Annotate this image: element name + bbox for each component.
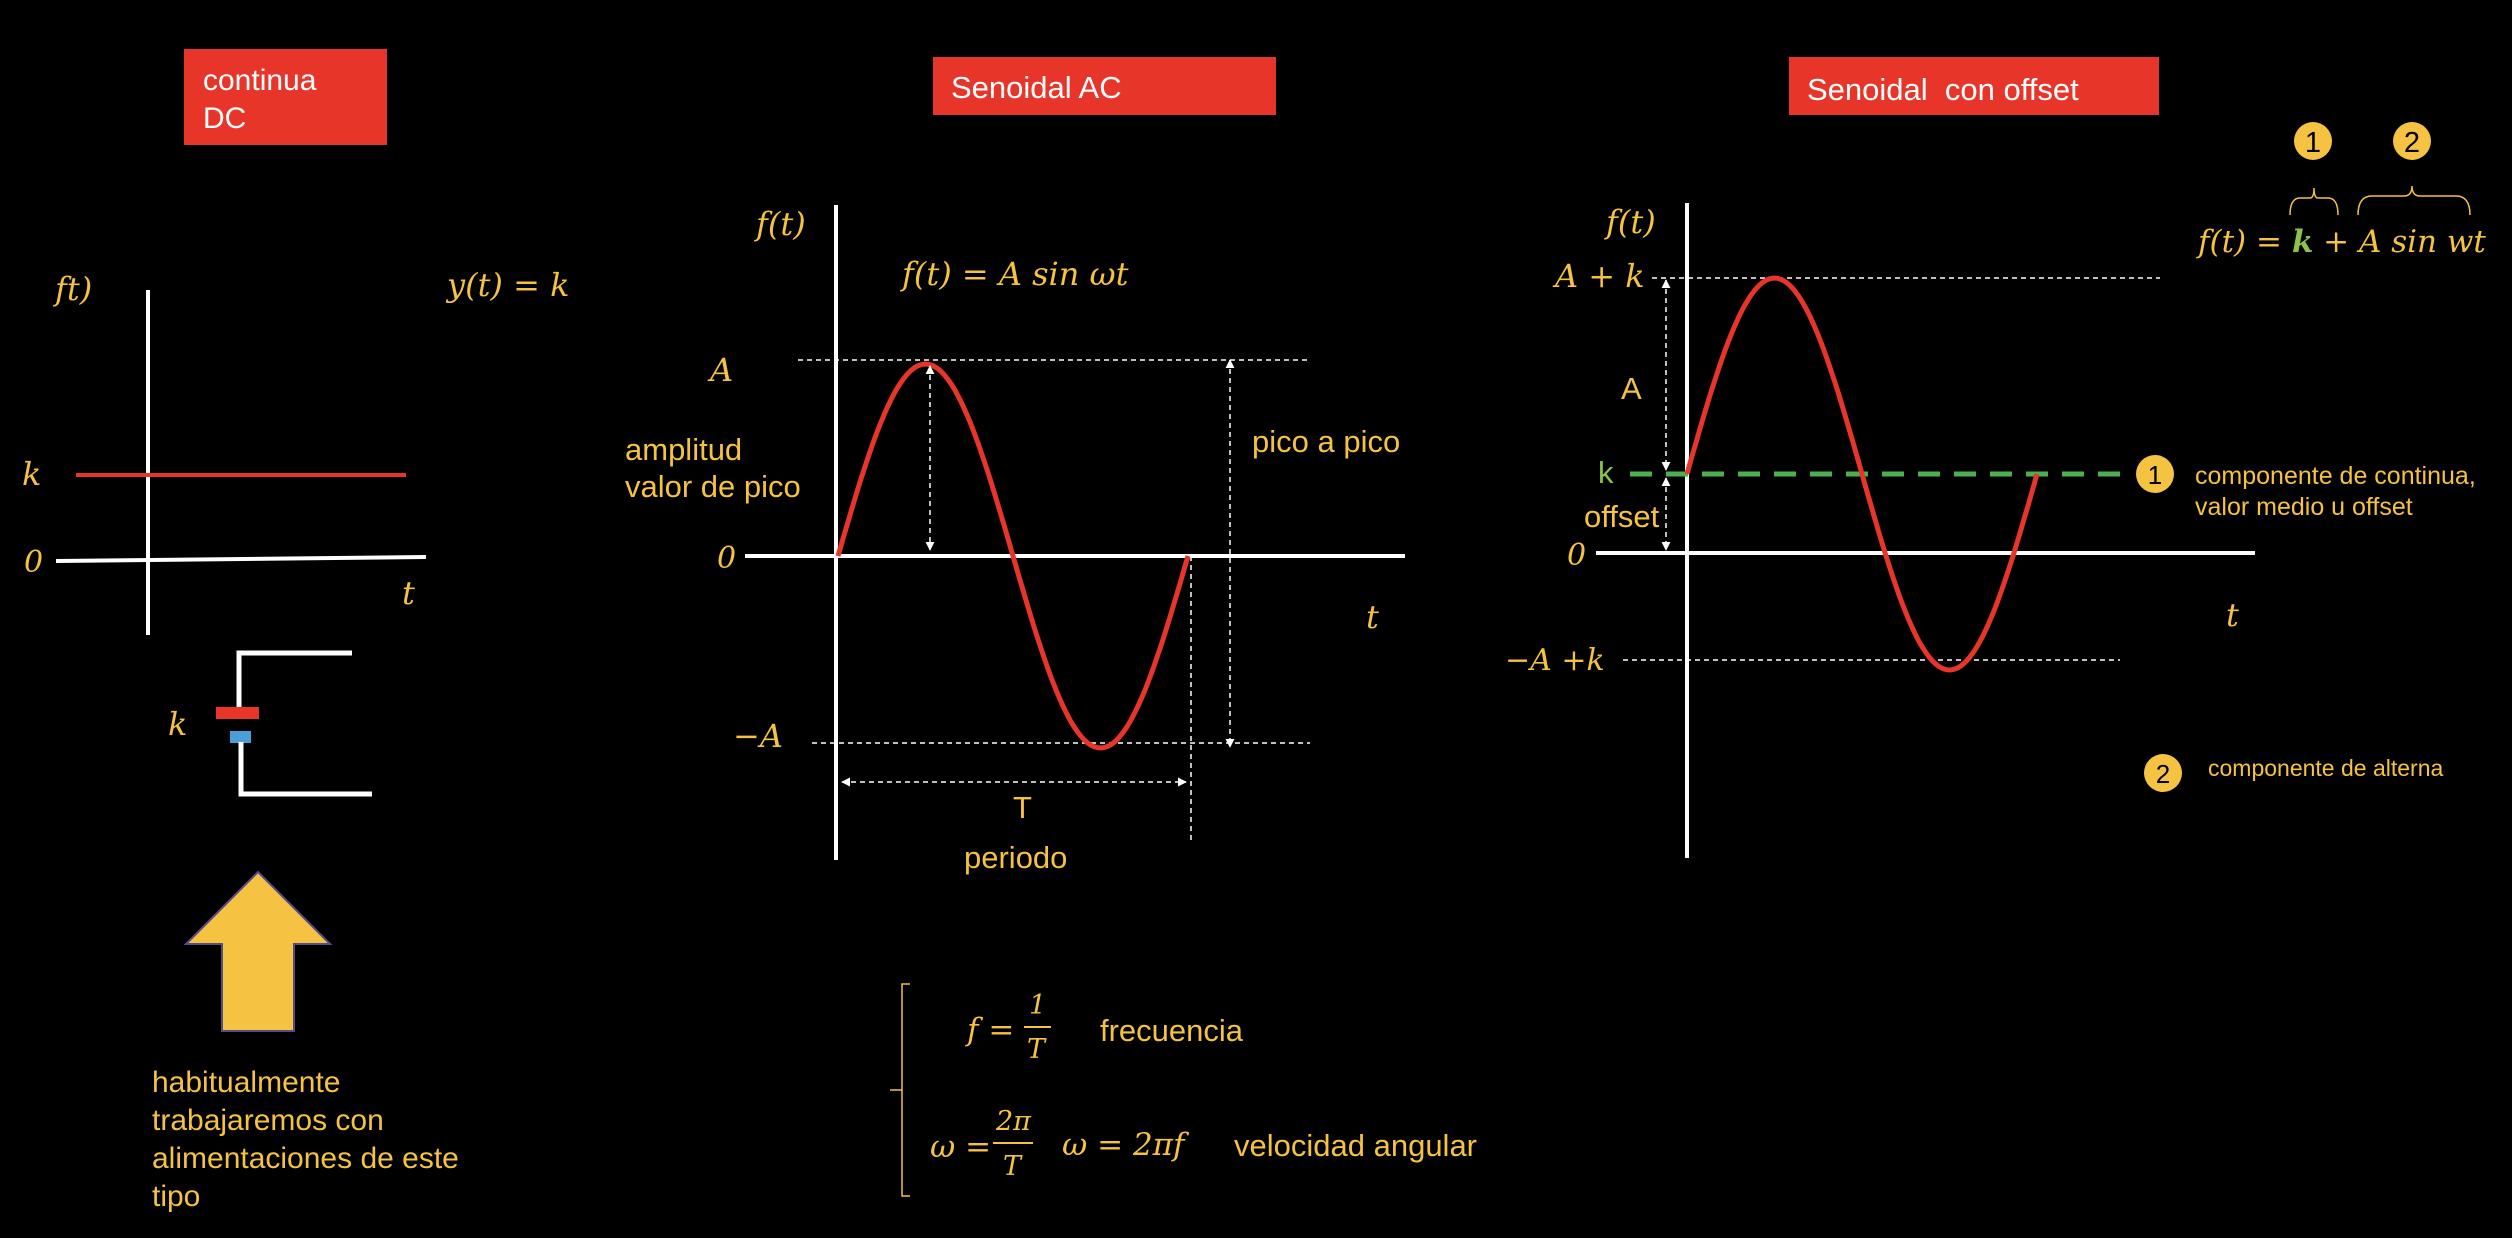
frequency-name: frecuencia (1100, 1013, 1244, 1048)
eq-brace-1 (2289, 187, 2339, 216)
dc-y-axis-label: ft) (53, 270, 92, 308)
ac-component-label: componente de alterna (2208, 755, 2443, 781)
offset-panel: Senoidal con offset f(t) A + k A k offse… (1505, 57, 2486, 858)
offset-y-axis-label: f(t) (1604, 203, 1656, 241)
dc-note-line4: tipo (152, 1180, 200, 1213)
dc-equation: y(t) = k (445, 266, 569, 304)
ac-panel: Senoidal AC f(t) f(t) = A sin ωt A −A 0 … (625, 57, 1405, 875)
angular-alt-formula: ω = 2πf (1062, 1127, 1190, 1163)
dc-t-label: t (402, 574, 415, 612)
dc-k-label: k (22, 455, 41, 493)
eq-lhs: f(t) = (2196, 224, 2292, 260)
ac-zero-label: 0 (717, 541, 736, 576)
ac-neg-a-label: −A (733, 717, 783, 755)
dc-title-line2: DC (203, 102, 246, 135)
eq-brace-2 (2357, 185, 2471, 216)
eq-ac-term: + A sin wt (2313, 224, 2486, 260)
angular-numerator: 2π (995, 1106, 1032, 1137)
offset-sine-curve (1684, 275, 2040, 673)
ac-equation: f(t) = A sin ωt (900, 255, 1129, 293)
formulas-brace (890, 983, 910, 1197)
ac-t-label: t (1366, 598, 1379, 636)
offset-a-label: A (1621, 371, 1642, 406)
dc-component-line2: valor medio u offset (2195, 493, 2413, 521)
eq-badge-2-number: 2 (2404, 127, 2420, 159)
formulas-block: f = 1 T frecuencia ω = 2π T ω = 2πf velo… (890, 983, 1477, 1197)
dc-component-line1: componente de continua, (2195, 462, 2476, 490)
eq-badge-2 (2393, 122, 2431, 160)
ac-peak-to-peak-label: pico a pico (1252, 424, 1400, 459)
angular-denominator: T (1003, 1151, 1023, 1182)
offset-zero-label: 0 (1567, 538, 1586, 573)
battery-positive-plate (216, 707, 259, 719)
ac-amplitude-label: amplitud (625, 432, 742, 467)
offset-a-plus-k-label: A + k (1552, 257, 1645, 295)
dc-zero-label: 0 (24, 545, 43, 580)
offset-title-box (1789, 57, 2159, 115)
ac-title: Senoidal AC (951, 70, 1122, 105)
ac-a-label: A (707, 351, 733, 389)
ac-peak-value-label: valor de pico (625, 469, 801, 504)
ac-period-label: periodo (964, 840, 1067, 875)
offset-neg-a-plus-k-label: −A +k (1505, 643, 1605, 678)
legend-badge-1 (2136, 455, 2174, 493)
eq-k-term: k (2292, 224, 2313, 260)
dc-x-axis (55, 555, 427, 563)
dc-title-line1: continua (203, 64, 317, 97)
angular-lhs: ω = (930, 1129, 991, 1165)
offset-equation: f(t) = k + A sin wt (2196, 224, 2486, 260)
ac-title-box (933, 57, 1276, 115)
frequency-denominator: T (1027, 1034, 1047, 1065)
offset-t-label: t (2226, 596, 2239, 634)
battery-symbol (216, 650, 372, 797)
dc-panel: continua DC ft) y(t) = k k 0 t k habitua… (22, 49, 569, 1213)
ac-period-symbol: T (1013, 790, 1032, 825)
legend-badge-2 (2144, 754, 2182, 792)
dc-note-line1: habitualmente (152, 1066, 340, 1099)
up-arrow-icon (183, 870, 333, 1032)
offset-offset-label: offset (1584, 499, 1660, 534)
offset-k-label: k (1598, 455, 1614, 490)
eq-badge-1-number: 1 (2305, 127, 2321, 159)
battery-negative-plate (230, 731, 251, 743)
frequency-numerator: 1 (1029, 990, 1046, 1021)
dc-note-line3: alimentaciones de este (152, 1142, 459, 1175)
legend-badge-1-number: 1 (2148, 460, 2162, 490)
ac-sine-curve (835, 361, 1191, 751)
dc-note-line2: trabajaremos con (152, 1104, 384, 1137)
angular-velocity-name: velocidad angular (1234, 1128, 1477, 1163)
offset-title: Senoidal con offset (1807, 72, 2079, 107)
frequency-lhs: f = (965, 1012, 1014, 1048)
ac-y-axis-label: f(t) (754, 205, 806, 243)
dc-title-box (184, 49, 387, 145)
eq-badge-1 (2294, 122, 2332, 160)
battery-k-label: k (168, 705, 187, 743)
legend-badge-2-number: 2 (2156, 759, 2170, 789)
